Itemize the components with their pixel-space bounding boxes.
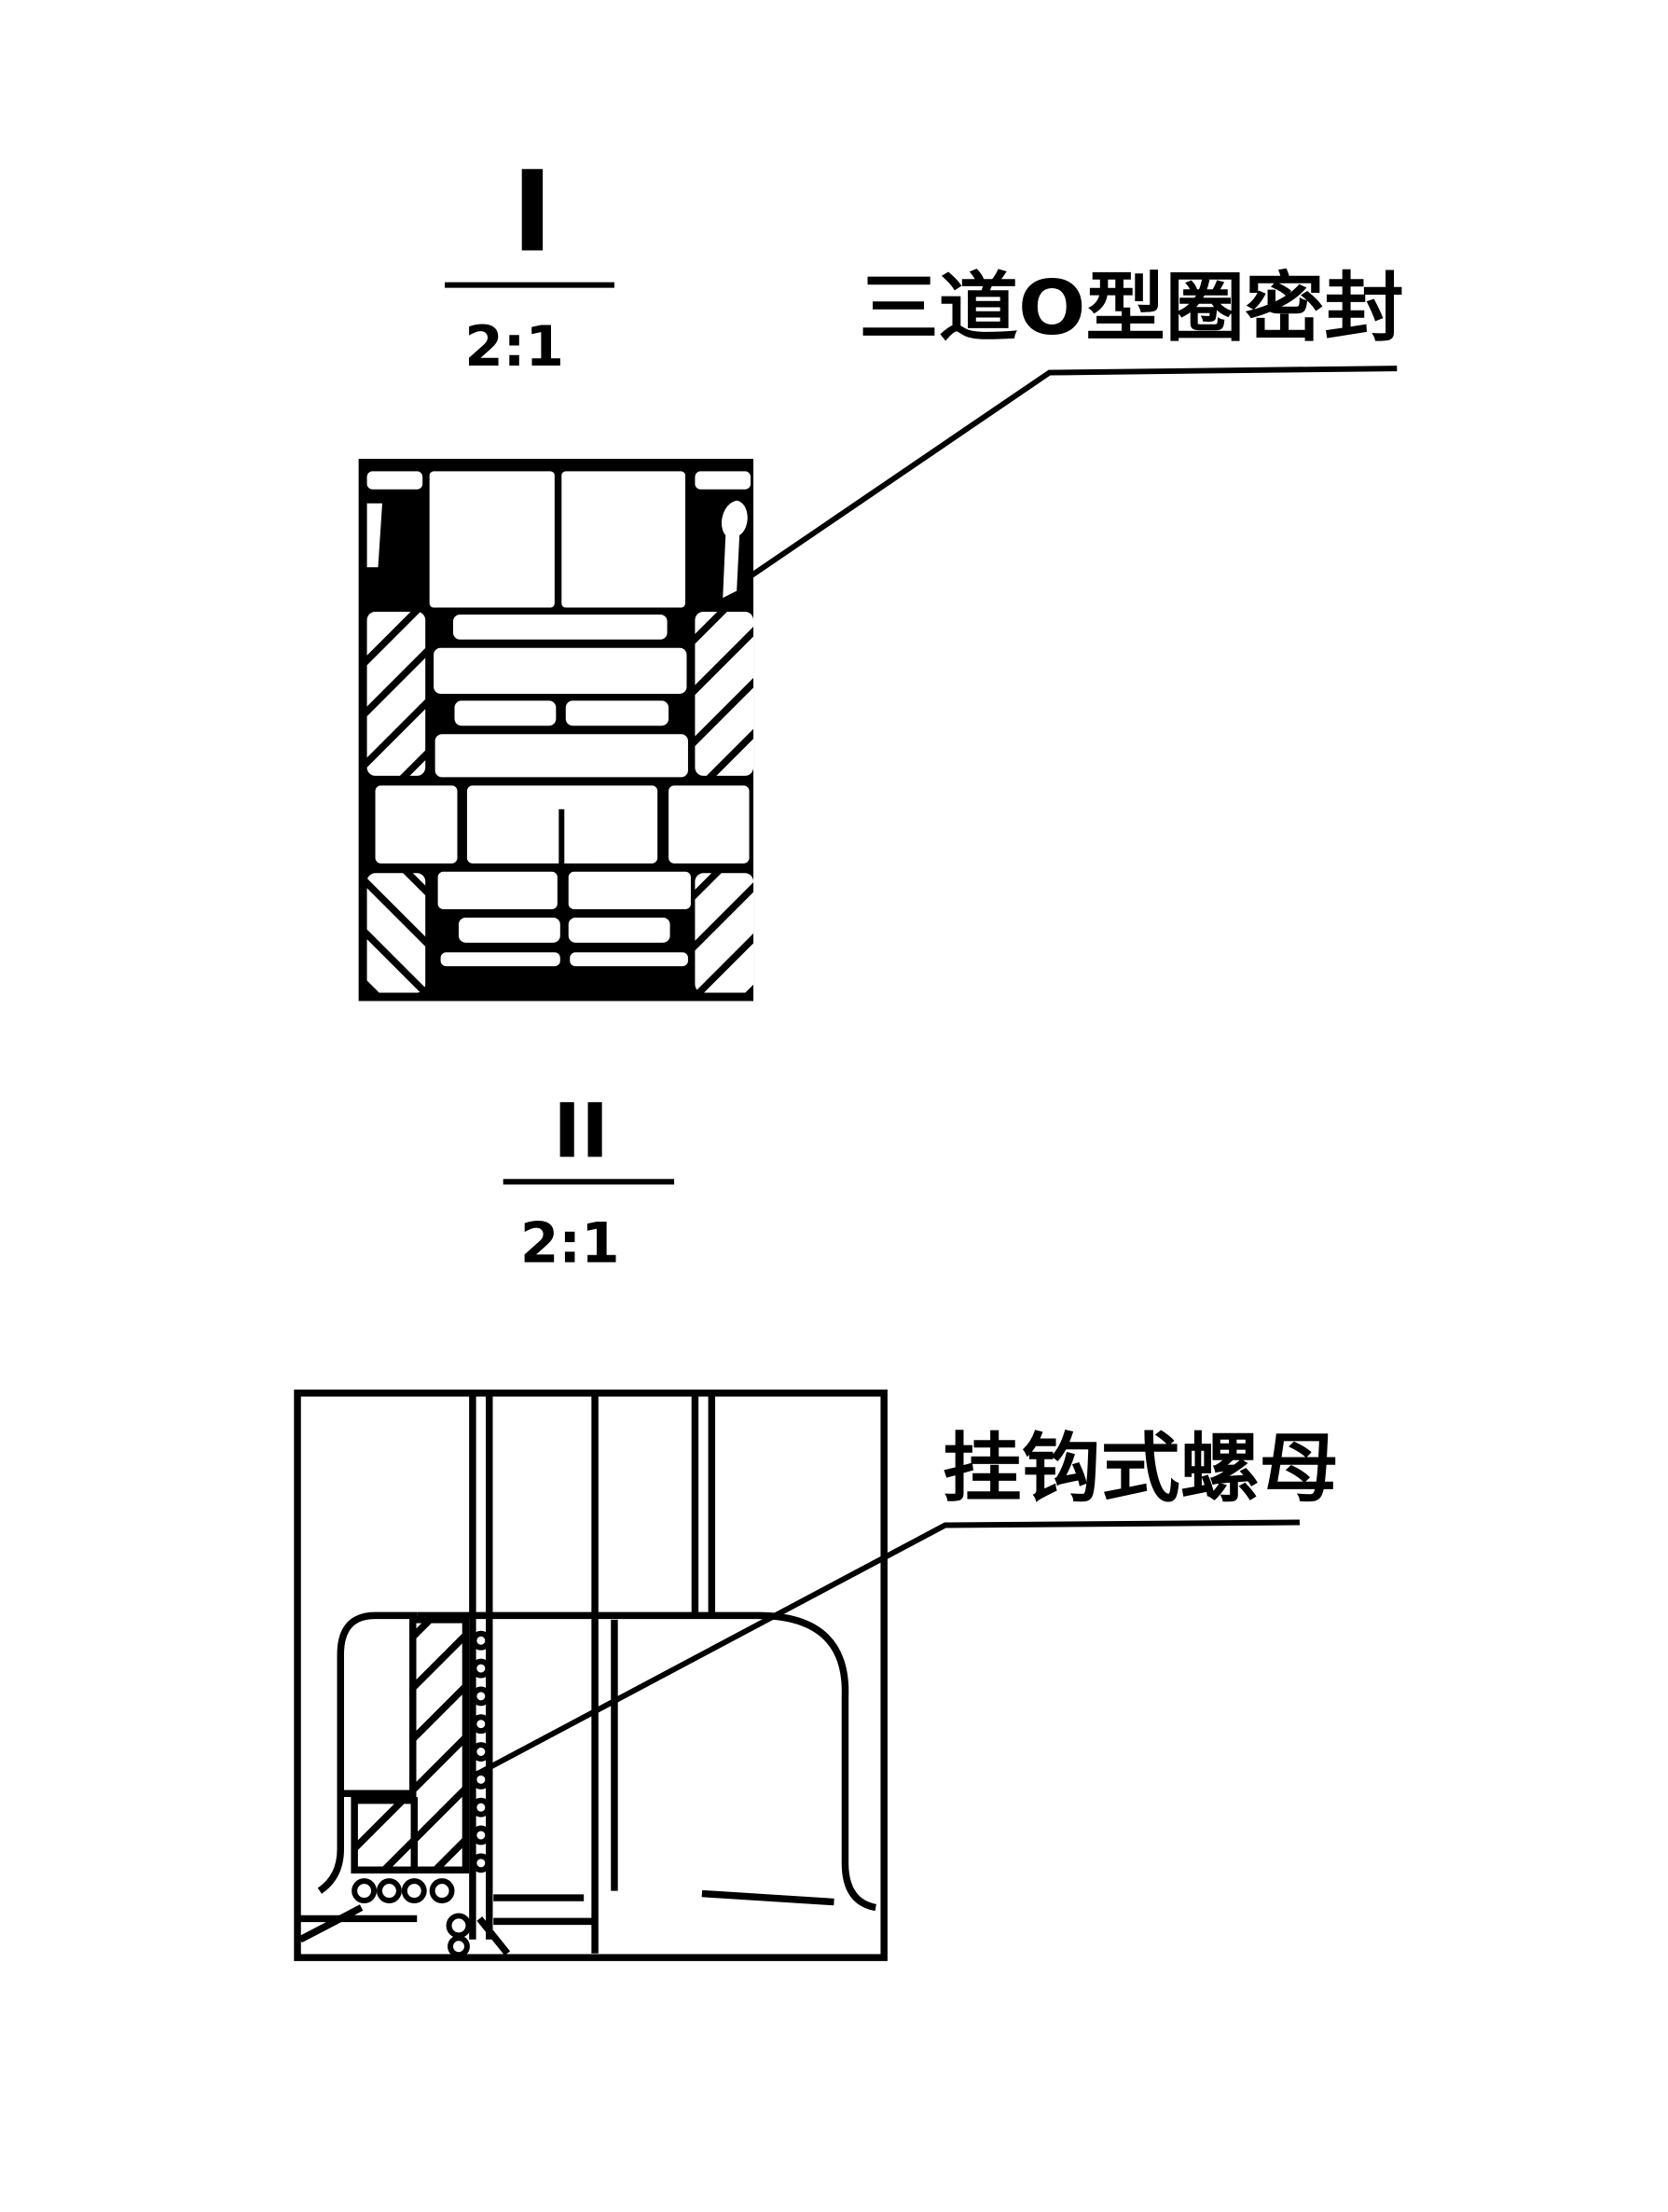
middle-block-left	[375, 785, 458, 864]
leader-line	[686, 366, 1398, 621]
seal-ring-1	[453, 614, 668, 640]
right-housing-curve	[757, 1611, 877, 1912]
upper-block-left	[429, 471, 555, 608]
callout-text-o-ring-seal: 三道O型圈密封	[859, 264, 1403, 352]
middle-block-right	[669, 785, 750, 864]
seal-ring-2a	[454, 700, 557, 726]
left-lower-hatch	[366, 873, 426, 993]
spacer-1	[434, 647, 687, 694]
scale-label-i: 2:1	[464, 315, 564, 380]
bottom-ring-left	[440, 952, 560, 967]
left-wall-hatch	[366, 611, 426, 776]
seal-ring-2b	[565, 700, 669, 726]
right-wall-hatch	[695, 611, 754, 776]
right-cap	[695, 471, 751, 490]
housing-outline	[294, 1389, 888, 1961]
detail-i-section	[358, 458, 754, 1002]
left-o-ring-groove	[366, 503, 382, 568]
left-cap	[366, 471, 423, 490]
leader-line	[477, 1519, 1300, 1776]
thread-bead-chain	[352, 1630, 491, 1958]
callout-text-hook-nut: 挂钩式螺母	[943, 1425, 1339, 1513]
detail-ii-header: II 2:1	[503, 1086, 675, 1277]
scale-label-ii: 2:1	[520, 1212, 620, 1277]
view-label-ii: II	[553, 1086, 609, 1174]
detail-ii-section	[294, 1389, 888, 1961]
spacer-2	[434, 734, 688, 778]
callout-hook-nut: 挂钩式螺母	[477, 1425, 1339, 1776]
right-lower-hatch	[695, 873, 754, 993]
seal-ring-3b	[568, 917, 670, 943]
upper-block-right	[561, 471, 685, 608]
left-housing-curve	[317, 1611, 418, 1894]
detail-i-header: I 2:1	[445, 147, 614, 380]
lower-spacer-left	[437, 871, 558, 910]
seal-ring-3a	[458, 917, 560, 943]
bottom-ring-right	[570, 952, 688, 967]
lower-spacer-right	[568, 871, 691, 910]
hook-nut-hatch	[409, 1616, 470, 1873]
right-o-ring-groove	[722, 500, 748, 599]
callout-o-ring-seal: 三道O型圈密封	[686, 264, 1404, 621]
view-label-i: I	[512, 147, 553, 277]
